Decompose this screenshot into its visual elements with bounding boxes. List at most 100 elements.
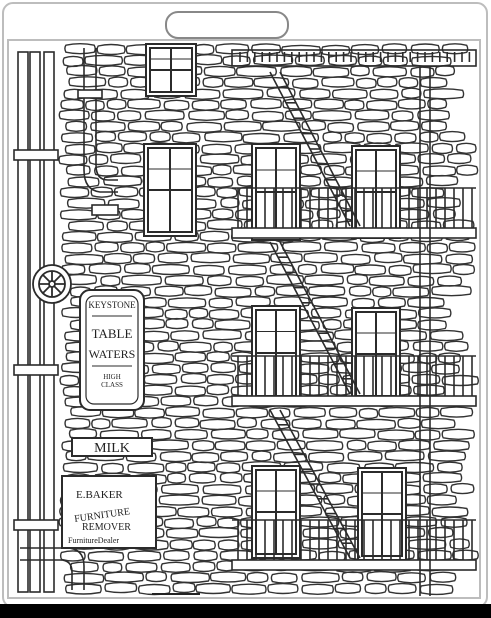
brick (242, 132, 281, 145)
brick (111, 417, 148, 429)
brick (312, 66, 350, 78)
brick (204, 131, 243, 143)
brick (96, 231, 134, 243)
brick (210, 361, 237, 374)
baker-line1: E.BAKER (76, 489, 123, 501)
brick (140, 428, 172, 441)
brick (438, 130, 466, 143)
keystone-line3: WATERS (89, 347, 136, 361)
brick (163, 517, 195, 530)
brick (413, 384, 445, 396)
brick (431, 142, 454, 155)
building-windows (143, 43, 407, 561)
brick (171, 132, 201, 144)
brick (163, 549, 190, 562)
window (251, 305, 301, 401)
brick (206, 351, 230, 363)
brick (251, 43, 282, 55)
brick (397, 98, 426, 110)
brick (437, 352, 461, 364)
brick (220, 98, 247, 110)
brick (107, 76, 129, 88)
brick (417, 307, 452, 319)
brick (104, 571, 145, 583)
brick (61, 230, 97, 243)
brick (65, 120, 88, 132)
brick (203, 65, 236, 78)
brick (164, 274, 204, 287)
brick (373, 251, 403, 264)
brick (415, 406, 440, 419)
brick (450, 482, 475, 495)
brick (235, 65, 277, 78)
baker-line4: FurnitureDealer (68, 536, 119, 545)
brick (60, 98, 85, 111)
brick (113, 186, 139, 198)
brick (210, 428, 247, 440)
brick (191, 318, 214, 330)
brick (235, 407, 269, 419)
brick (401, 87, 422, 99)
brick (367, 440, 397, 452)
brick (151, 263, 190, 276)
hanging-tab (165, 11, 289, 39)
brick (127, 462, 165, 474)
balcony (231, 187, 477, 239)
valve-wheel-icon (32, 264, 72, 304)
brick (434, 65, 456, 77)
brick (90, 186, 114, 198)
brick (154, 285, 184, 297)
brick (103, 175, 143, 187)
brick (407, 275, 435, 287)
brick (326, 462, 361, 474)
brick (90, 110, 116, 122)
brick (193, 395, 219, 407)
brick (120, 88, 150, 101)
brick (91, 418, 111, 430)
brick (280, 65, 313, 78)
brick (95, 142, 123, 154)
brick (166, 472, 187, 484)
brick (344, 132, 366, 144)
brick (372, 66, 408, 78)
brick (199, 418, 236, 431)
keystone-line2: TABLE (92, 326, 133, 341)
brick (199, 153, 240, 165)
brick (402, 253, 443, 265)
brick (160, 483, 200, 495)
brick (389, 120, 420, 132)
brick (230, 351, 254, 363)
brick (364, 582, 387, 595)
brick (423, 88, 465, 100)
brick (225, 109, 250, 121)
brick (322, 131, 343, 143)
brick (301, 538, 338, 550)
brick (313, 98, 345, 110)
brick (452, 549, 479, 561)
brick (397, 572, 426, 584)
brick (377, 296, 406, 309)
brick (331, 88, 368, 100)
brick (127, 120, 161, 132)
brick (348, 285, 372, 297)
brick (179, 341, 212, 353)
brick (69, 561, 99, 573)
brick (254, 285, 276, 298)
brick (347, 450, 383, 463)
brick (412, 262, 452, 275)
balcony (231, 519, 477, 571)
brick (170, 571, 211, 584)
brick (305, 440, 344, 452)
brick (196, 515, 217, 528)
brick (308, 285, 346, 297)
brick (376, 76, 398, 88)
brick (396, 208, 430, 221)
brick (369, 88, 399, 100)
brick (106, 98, 127, 110)
brick (456, 164, 479, 176)
brick (231, 583, 267, 595)
brick (323, 493, 346, 506)
brick (94, 241, 119, 253)
brick (174, 417, 200, 429)
brick (378, 406, 416, 419)
